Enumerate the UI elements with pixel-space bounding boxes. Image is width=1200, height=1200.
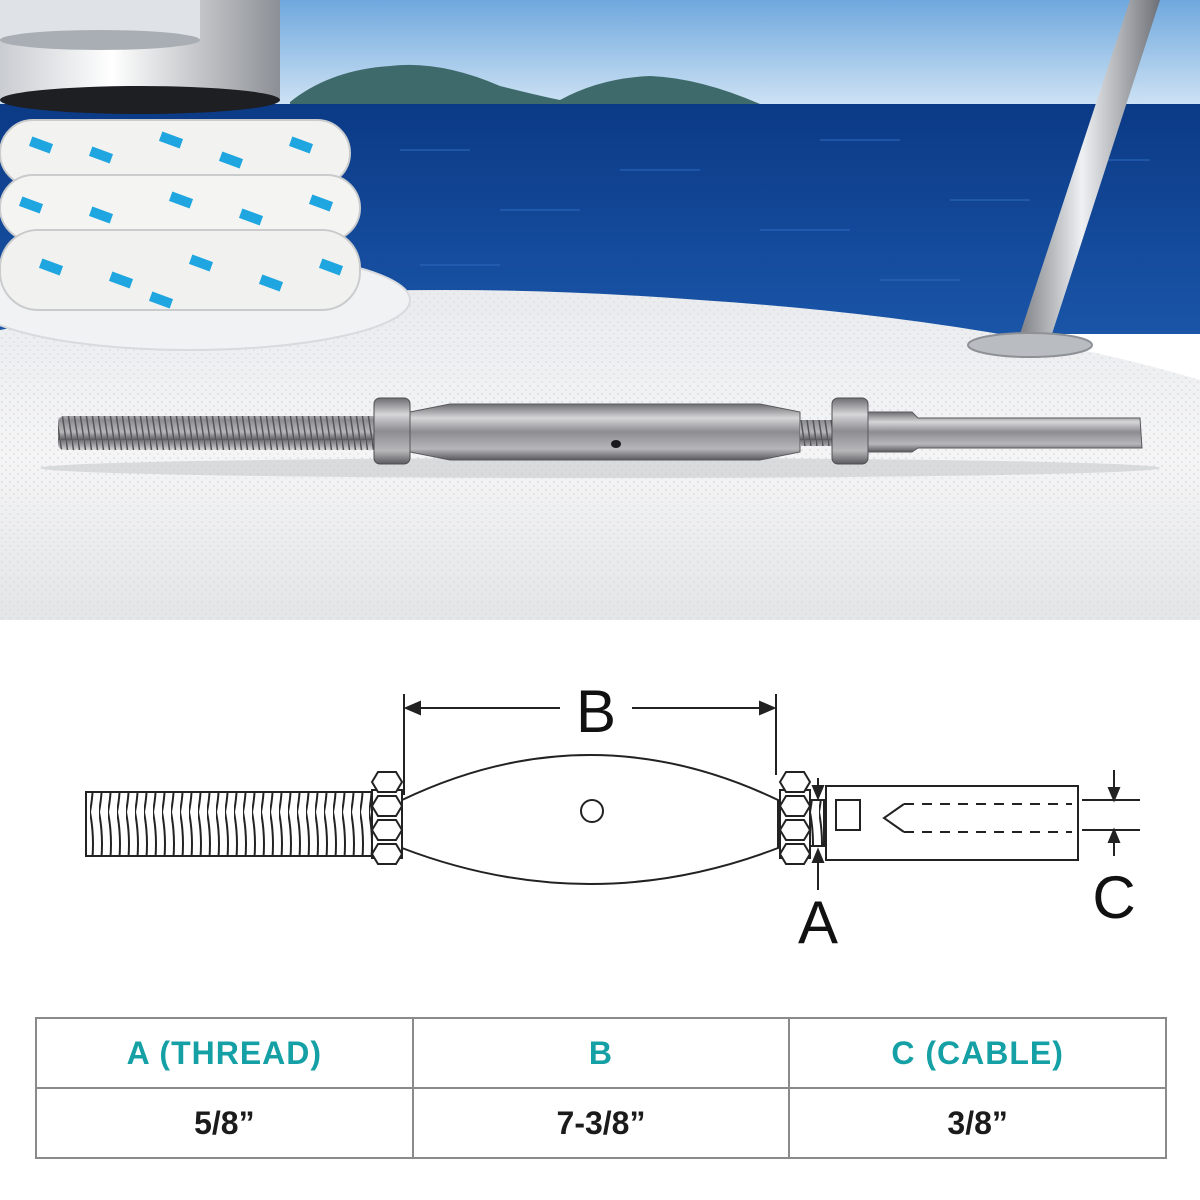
inspection-hole — [611, 440, 621, 448]
dimension-label-c: C — [1092, 864, 1135, 931]
left-lock-nut — [373, 397, 411, 465]
turnbuckle-product — [58, 397, 1143, 465]
diagram-right-nut — [778, 771, 812, 865]
swage-terminal — [867, 411, 1143, 453]
dimension-a — [811, 778, 825, 890]
right-lock-nut — [831, 397, 869, 465]
sea-waves — [400, 139, 1150, 281]
header-b: B — [411, 1017, 791, 1089]
dimension-c — [1082, 770, 1140, 856]
value-c-cable: 3/8” — [788, 1087, 1167, 1159]
value-a-thread: 5/8” — [35, 1087, 414, 1159]
spec-table-value-row: 5/8” 7-3/8” 3/8” — [35, 1087, 1167, 1159]
diagram-threaded-rod — [85, 791, 377, 857]
distant-islands — [290, 64, 760, 104]
spec-table-header-row: A (THREAD) B C (CABLE) — [35, 1017, 1167, 1089]
header-c-cable: C (CABLE) — [788, 1017, 1167, 1089]
dimension-label-b: B — [576, 678, 616, 745]
dimension-b — [403, 694, 777, 795]
coiled-rope — [0, 119, 361, 311]
diagram-left-nut — [370, 771, 404, 865]
turnbuckle-body — [409, 403, 801, 461]
value-b: 7-3/8” — [411, 1087, 791, 1159]
dimension-diagram: B — [85, 678, 1140, 956]
product-photo — [0, 0, 1200, 620]
spec-table: A (THREAD) B C (CABLE) 5/8” 7-3/8” 3/8” — [35, 1017, 1167, 1159]
header-a-thread: A (THREAD) — [35, 1017, 414, 1089]
boat-deck-scene — [0, 0, 1200, 620]
railing-post — [967, 0, 1160, 358]
dimension-label-a: A — [798, 889, 838, 956]
threaded-stud — [58, 416, 378, 450]
diagram-swage-terminal — [825, 785, 1079, 861]
diagram-inspection-hole — [580, 799, 604, 823]
